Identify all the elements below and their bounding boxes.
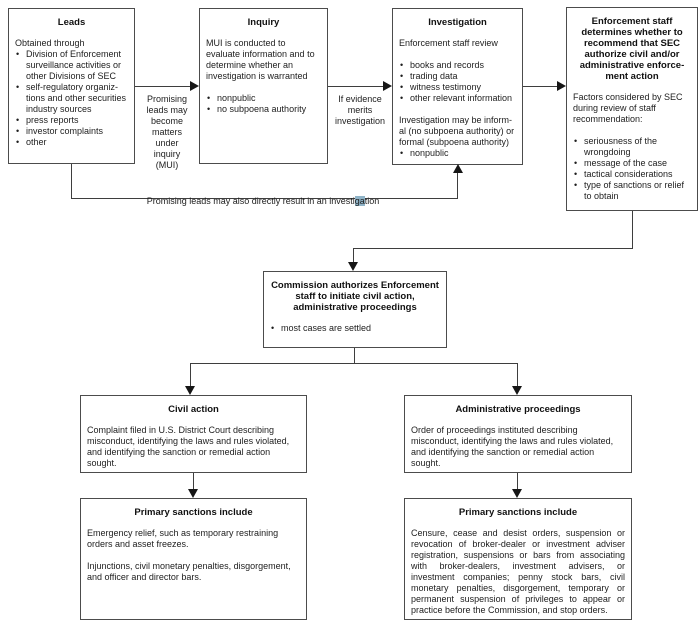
connector-leads-inquiry-line <box>135 86 190 87</box>
bullet-item: other <box>15 137 128 148</box>
box-enforcement-title: Enforcement staff determines whether to … <box>579 16 685 82</box>
box-inquiry-title: Inquiry <box>247 17 280 28</box>
selection-highlight: ga <box>354 196 365 206</box>
box-civil-action: Civil action Complaint filed in U.S. Dis… <box>80 395 307 473</box>
label-if-evidence-merits: If evidence merits investigation <box>334 94 386 126</box>
connector-branch-right-drop <box>517 363 518 386</box>
box-admin-sanctions: Primary sanctions include Censure, cease… <box>404 498 632 620</box>
box-inquiry: Inquiry MUI is conducted to evaluate inf… <box>199 8 328 164</box>
arrowhead-down-icon <box>512 386 522 395</box>
box-enforcement-staff: Enforcement staff determines whether to … <box>566 7 698 211</box>
bullet-item: self-regulatory organiz- tions and other… <box>15 82 128 115</box>
connector-branch-left-drop <box>190 363 191 386</box>
arrowhead-down-icon <box>348 262 358 271</box>
connector-enforcement-commission-drop <box>353 248 354 262</box>
arrowhead-right-icon <box>190 81 199 91</box>
bullet-item: no subpoena authority <box>206 104 321 115</box>
box-investigation-title: Investigation <box>428 17 487 28</box>
bullet-item: tactical considerations <box>573 169 691 180</box>
bullet-item: press reports <box>15 115 128 126</box>
box-civil-action-title: Civil action <box>168 404 219 415</box>
arrowhead-up-icon <box>453 164 463 173</box>
connector-direct-bottom-segment <box>71 198 458 199</box>
bullet-item: books and records <box>399 60 516 71</box>
box-investigation-intro: Enforcement staff review <box>399 38 498 48</box>
arrowhead-right-icon <box>557 81 566 91</box>
bullet-item: message of the case <box>573 158 691 169</box>
bullet-item: seriousness of the wrongdoing <box>573 136 691 158</box>
label-direct-text: Promising leads may also directly result… <box>146 196 355 206</box>
connector-civil-sanctions-line <box>193 473 194 489</box>
connector-direct-left-segment <box>71 164 72 199</box>
box-admin-proceedings-title: Administrative proceedings <box>455 404 581 415</box>
connector-branch-crossbar <box>190 363 518 364</box>
arrowhead-down-icon <box>185 386 195 395</box>
box-enforcement-intro: Factors considered by SEC during review … <box>573 92 683 124</box>
label-direct-investigation: Promising leads may also directly result… <box>113 196 413 207</box>
bullet-item: type of sanctions or relief to obtain <box>573 180 691 202</box>
bullet-item: Division of Enforcement surveillance act… <box>15 49 128 82</box>
box-investigation-note: Investigation may be inform- al (no subp… <box>399 115 515 147</box>
arrowhead-right-icon <box>383 81 392 91</box>
box-civil-sanctions: Primary sanctions include Emergency reli… <box>80 498 307 620</box>
box-leads: Leads Obtained through Division of Enfor… <box>8 8 135 164</box>
box-admin-sanctions-body: Censure, cease and desist orders, suspen… <box>411 528 625 615</box>
box-commission: Commission authorizes Enforcement staff … <box>263 271 447 348</box>
box-inquiry-intro: MUI is conducted to evaluate information… <box>206 38 315 81</box>
connector-admin-sanctions-line <box>517 473 518 489</box>
box-civil-sanctions-paragraph: Emergency relief, such as temporary rest… <box>87 528 279 549</box>
label-promising-leads-mui: Promising leads may become matters under… <box>146 94 188 170</box>
arrowhead-down-icon <box>512 489 522 498</box>
connector-enforcement-commission-across <box>353 248 633 249</box>
connector-commission-branch-stem <box>354 348 355 364</box>
box-leads-intro: Obtained through <box>15 38 85 48</box>
box-admin-sanctions-title: Primary sanctions include <box>458 507 578 518</box>
box-admin-proceedings-body: Order of proceedings instituted describi… <box>411 425 614 468</box>
box-civil-sanctions-title: Primary sanctions include <box>134 507 253 518</box>
label-direct-text: tion <box>364 196 380 206</box>
bullet-item: most cases are settled <box>270 323 440 334</box>
connector-investigation-enforcement-line <box>523 86 557 87</box>
bullet-item: investor complaints <box>15 126 128 137</box>
bullet-item: nonpublic <box>206 93 321 104</box>
box-admin-proceedings: Administrative proceedings Order of proc… <box>404 395 632 473</box>
bullet-item: trading data <box>399 71 516 82</box>
box-commission-title: Commission authorizes Enforcement staff … <box>271 280 439 313</box>
bullet-item: other relevant information <box>399 93 516 104</box>
box-leads-title: Leads <box>57 17 86 28</box>
box-investigation: Investigation Enforcement staff review b… <box>392 8 523 165</box>
connector-direct-right-segment <box>457 173 458 199</box>
box-civil-action-body: Complaint filed in U.S. District Court d… <box>87 425 290 468</box>
bullet-item: nonpublic <box>399 148 516 159</box>
connector-inquiry-investigation-line <box>328 86 383 87</box>
connector-enforcement-commission-down <box>632 211 633 248</box>
box-civil-sanctions-paragraph: Injunctions, civil monetary penalties, d… <box>87 561 291 582</box>
arrowhead-down-icon <box>188 489 198 498</box>
bullet-item: witness testimony <box>399 82 516 93</box>
